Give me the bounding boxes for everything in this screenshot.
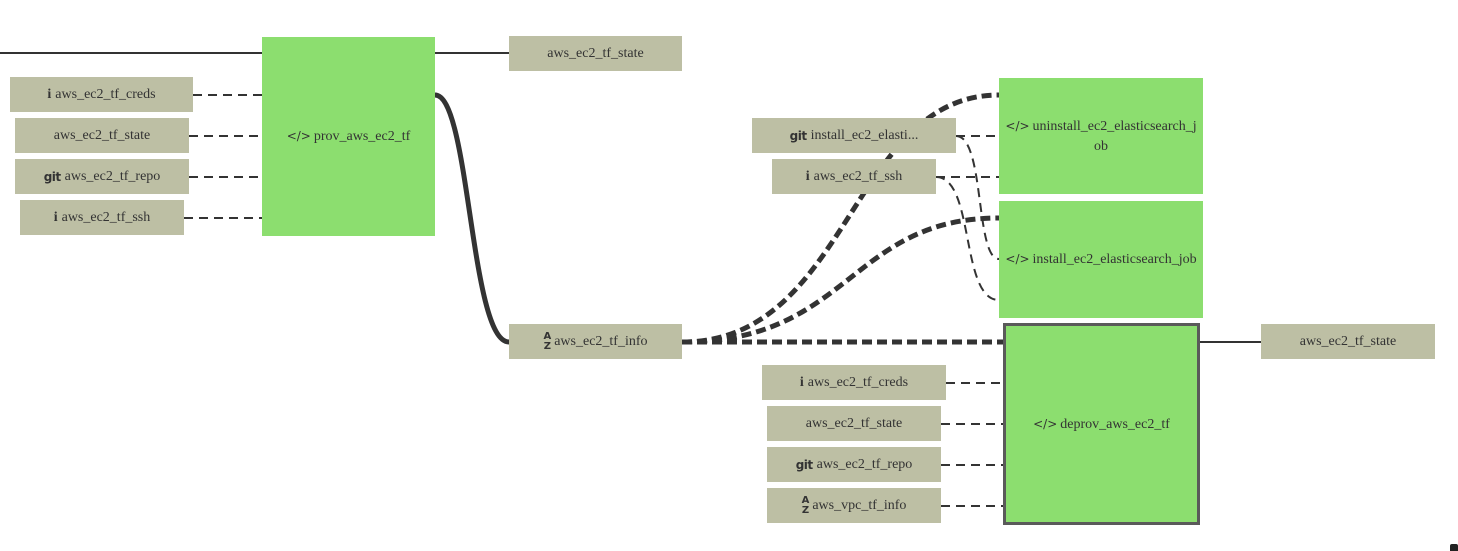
code-icon: </> [1005,252,1030,266]
resource-aws-ec2-tf-state[interactable]: aws_ec2_tf_state [767,406,941,441]
git-icon: git [789,128,807,143]
git-icon: git [43,169,61,184]
job-install-ec2-elasticsearch-job[interactable]: </>install_ec2_elasticsearch_job [999,201,1203,318]
job-label: prov_aws_ec2_tf [313,129,411,144]
resource-label: aws_ec2_tf_state [805,415,903,431]
resource-label: aws_ec2_tf_state [1299,333,1397,349]
job-prov-aws-ec2-tf[interactable]: </>prov_aws_ec2_tf [262,37,435,236]
wire-repo-install [955,135,1000,260]
wire-prov-info [434,92,510,345]
wire-info-uninstall [681,92,1000,345]
resource-label: aws_ec2_tf_info [554,333,648,349]
code-icon: </> [1033,416,1058,431]
resource-label: aws_ec2_tf_state [53,127,151,143]
wire-info-install [681,215,1000,345]
resource-label: aws_ec2_tf_state [547,45,644,61]
resource-label: aws_ec2_tf_creds [55,86,156,102]
info-icon: i [805,168,810,184]
resource-label: install_ec2_elasti... [810,127,919,143]
resource-label: aws_ec2_tf_ssh [61,209,151,225]
job-label: deprov_aws_ec2_tf [1060,416,1170,432]
resource-aws-ec2-tf-state[interactable]: aws_ec2_tf_state [15,118,189,153]
resource-label: aws_ec2_tf_repo [64,168,161,184]
resource-label: aws_ec2_tf_repo [816,456,913,472]
wire-ssh-install [935,176,1000,301]
info-icon: i [47,86,52,102]
resource-aws-ec2-tf-state[interactable]: aws_ec2_tf_state [509,36,682,71]
job-deprov-aws-ec2-tf[interactable]: </>deprov_aws_ec2_tf [1003,323,1200,525]
resource-label: aws_vpc_tf_info [812,497,907,513]
resize-handle-icon[interactable] [1450,544,1458,551]
job-label: uninstall_ec2_elasticsearch_job [1032,118,1197,154]
code-icon: </> [1005,118,1030,133]
job-label: install_ec2_elasticsearch_job [1032,252,1197,267]
job-uninstall-ec2-elasticsearch-job[interactable]: </>uninstall_ec2_elasticsearch_job [999,78,1203,194]
code-icon: </> [286,129,311,143]
resource-label: aws_ec2_tf_ssh [813,168,903,184]
info-icon: i [799,374,804,390]
resource-label: aws_ec2_tf_creds [807,374,909,390]
info-icon: i [53,209,58,225]
git-icon: git [795,457,813,472]
resource-aws-ec2-tf-state[interactable]: aws_ec2_tf_state [1261,324,1435,359]
